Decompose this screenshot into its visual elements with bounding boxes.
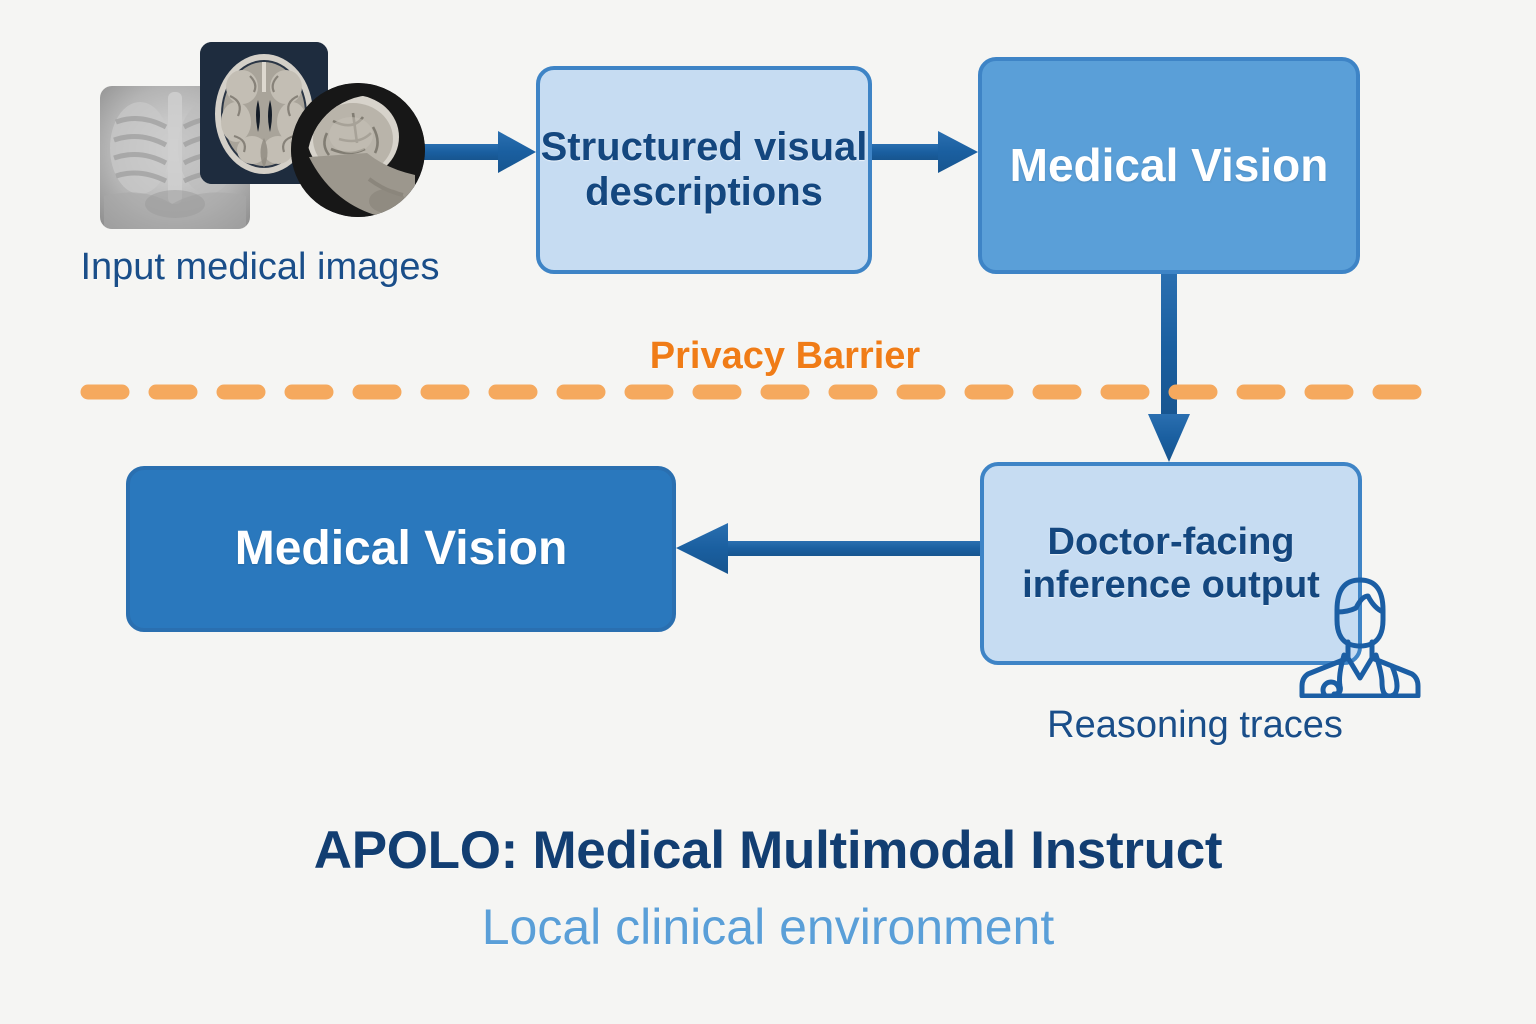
node-medical-vision-cloud[interactable]: Medical Vision bbox=[978, 57, 1360, 274]
label-input-medical-images: Input medical images bbox=[80, 246, 440, 288]
node-structured-visual-descriptions[interactable]: Structured visual descriptions bbox=[536, 66, 872, 274]
figure-subtitle: Local clinical environment bbox=[481, 899, 1055, 955]
arrow-medical-vision-to-doctor-output bbox=[1148, 274, 1190, 462]
arrow-descriptions-to-medical-vision bbox=[872, 131, 978, 173]
arrow-doctor-output-to-medical-vision bbox=[676, 523, 980, 574]
doctor-icon bbox=[1296, 562, 1424, 698]
label-reasoning-traces: Reasoning traces bbox=[1047, 704, 1343, 746]
node-doctor-facing-inference-output[interactable]: Doctor-facing inference output bbox=[980, 462, 1362, 665]
skull-xray-thumbnail bbox=[291, 83, 425, 217]
arrow-images-to-descriptions bbox=[424, 131, 536, 173]
figure-title: APOLO: Medical Multimodal Instruct bbox=[313, 821, 1223, 880]
label-privacy-barrier: Privacy Barrier bbox=[649, 335, 921, 377]
node-medical-vision-local[interactable]: Medical Vision bbox=[126, 466, 676, 632]
